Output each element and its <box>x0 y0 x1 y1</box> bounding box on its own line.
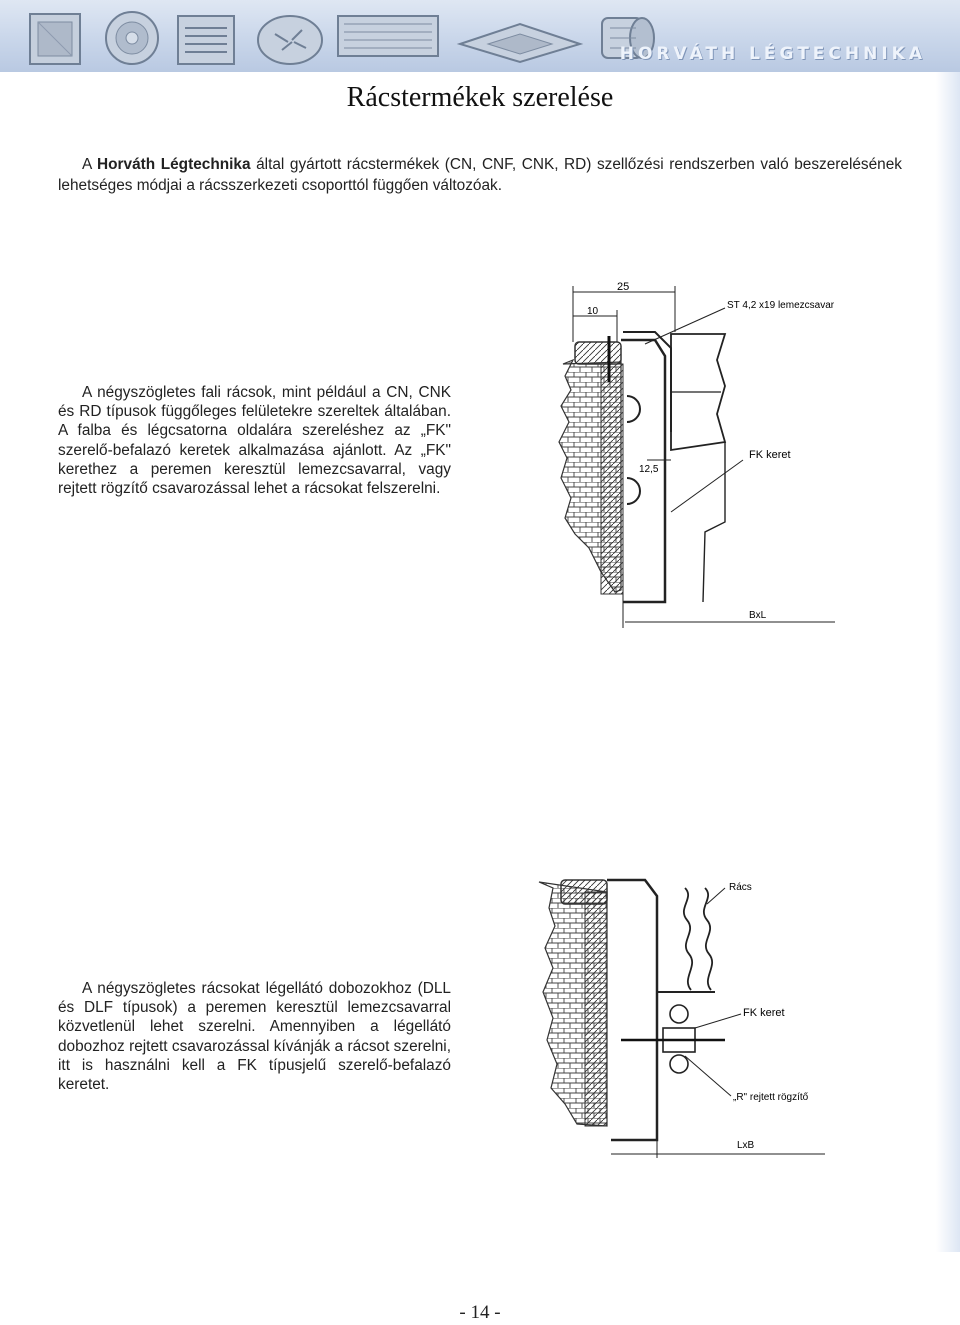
product-icons-strip <box>29 11 655 65</box>
ceiling-diffuser-icon <box>456 22 584 64</box>
screw-label: ST 4,2 x19 lemezcsavar <box>727 300 835 311</box>
intro-text-start: A <box>82 156 97 173</box>
square-grille-icon <box>29 13 81 65</box>
company-logo: HORVÁTH LÉGTECHNIKA <box>619 44 926 64</box>
section1-paragraph: A négyszögletes fali rácsok, mint példáu… <box>58 384 451 498</box>
round-diffuser-icon <box>105 11 159 65</box>
section2-paragraph: A négyszögletes rácsokat légellátó doboz… <box>58 980 451 1094</box>
page-number: - 14 - <box>459 1302 501 1323</box>
fk-frame-wall-drawing: 25 10 ST 4,2 x19 lemezcsavar FK keret 12… <box>558 281 835 628</box>
fk-frame-label-2: FK keret <box>743 1007 785 1019</box>
dim-10-label: 10 <box>587 306 599 317</box>
bxl-label: BxL <box>749 610 767 621</box>
box-mount-drawing: Rács FK keret „R" rejtett rögzítő LxB <box>538 878 825 1158</box>
wide-louver-icon <box>337 15 439 57</box>
intro-text-end: által gyártott rácstermékek (CN, CNF, CN… <box>58 156 903 194</box>
header-banner: HORVÁTH LÉGTECHNIKA <box>0 0 960 72</box>
racs-label: Rács <box>729 882 752 893</box>
swirl-diffuser-icon <box>257 15 323 65</box>
dim-25-label: 25 <box>617 281 629 293</box>
lxb-label: LxB <box>737 1140 755 1151</box>
fk-frame-label-1: FK keret <box>749 449 791 461</box>
dim-125-label: 12,5 <box>639 464 659 475</box>
intro-paragraph: A Horváth Légtechnika által gyártott rác… <box>58 154 902 196</box>
cylinder-vent-icon <box>601 17 655 59</box>
page-title: Rácstermékek szerelése <box>346 82 614 113</box>
linear-grille-icon <box>177 15 235 65</box>
hidden-fixing-label: „R" rejtett rögzítő <box>733 1092 809 1103</box>
side-decoration <box>936 72 960 1252</box>
brand-name: Horváth Légtechnika <box>97 156 251 173</box>
